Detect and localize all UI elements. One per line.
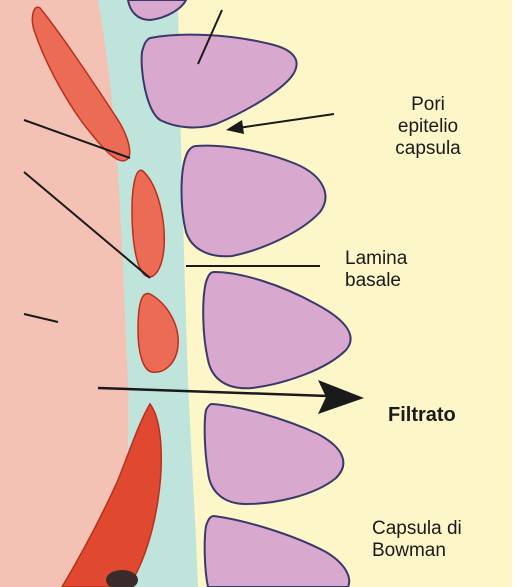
right-margin — [512, 0, 516, 587]
label-line: Bowman — [372, 540, 462, 562]
label-line: basale — [345, 270, 407, 292]
label-line: Lamina — [345, 248, 407, 270]
label-capsula-di-bowman: Capsula di Bowman — [372, 518, 462, 562]
label-line: epitelio — [380, 116, 476, 138]
label-filtrato: Filtrato — [388, 404, 456, 426]
label-line: capsula — [380, 138, 476, 160]
label-line: Pori — [380, 94, 476, 116]
label-line: Capsula di — [372, 518, 462, 540]
label-pori-epitelio-capsula: Pori epitelio capsula — [380, 94, 476, 160]
label-lamina-basale: Lamina basale — [345, 248, 407, 292]
